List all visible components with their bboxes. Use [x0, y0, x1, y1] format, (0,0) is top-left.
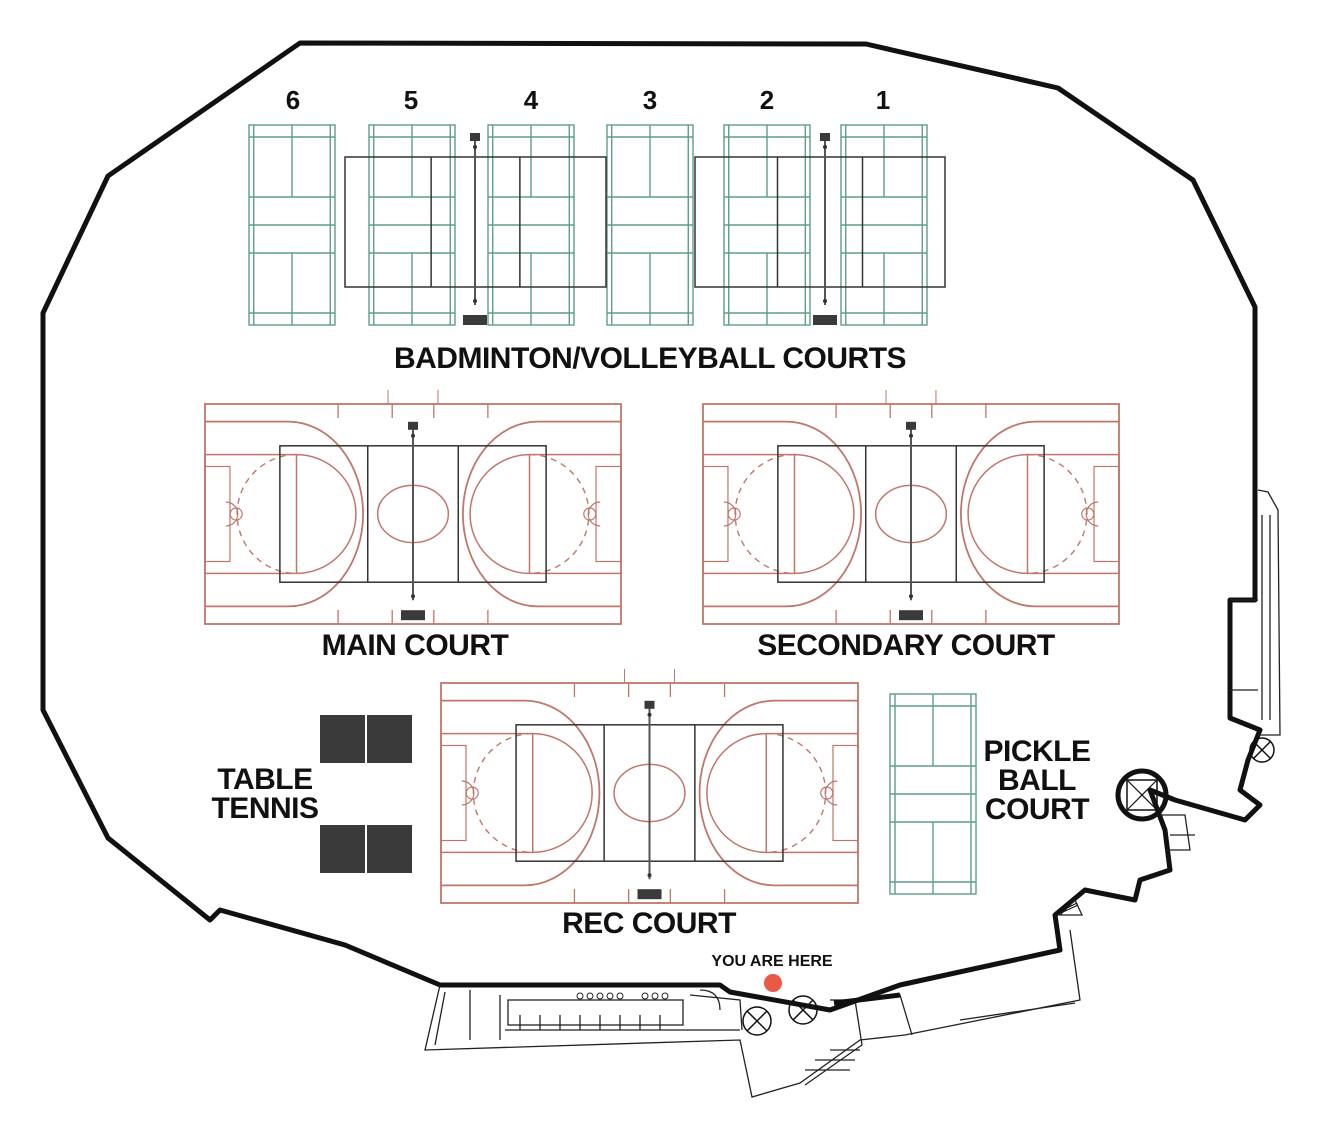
svg-text:TENNIS: TENNIS — [211, 792, 318, 825]
referee-stand — [408, 421, 418, 430]
pickle-ball-court — [889, 693, 977, 895]
court-number-label: 6 — [286, 85, 300, 115]
building-outline — [40, 40, 1263, 1013]
rec-court-title: REC COURT — [562, 907, 736, 940]
volleyball-court — [279, 421, 547, 621]
table-tennis-label: TABLE TENNIS — [211, 763, 319, 825]
volleyball-court — [777, 421, 1045, 621]
table-tennis-tables — [320, 710, 412, 878]
rec-court — [440, 669, 859, 904]
volleyball-court — [344, 133, 607, 325]
stairs-icon — [1058, 898, 1084, 916]
badminton-court — [840, 124, 928, 326]
sink-row — [576, 992, 669, 1000]
badminton-courts — [248, 124, 928, 326]
svg-text:COURT: COURT — [985, 793, 1089, 826]
scorer-table — [463, 315, 487, 325]
scorer-table — [813, 315, 837, 325]
referee-stand — [906, 421, 916, 430]
referee-stand — [470, 133, 480, 141]
main-court-title: MAIN COURT — [322, 629, 509, 662]
svg-text:PICKLE: PICKLE — [983, 735, 1090, 768]
volleyball-court — [694, 133, 946, 325]
court-number-label: 2 — [760, 85, 774, 115]
badminton-court — [723, 124, 811, 326]
main-court — [204, 390, 622, 625]
court-numbers: 6 5 4 3 2 1 — [286, 85, 890, 115]
badminton-courts-title: BADMINTON/VOLLEYBALL COURTS — [394, 342, 906, 375]
scorer-table — [899, 610, 923, 621]
you-are-here-marker: YOU ARE HERE — [711, 953, 833, 992]
svg-text:TABLE: TABLE — [217, 763, 312, 796]
court-number-label: 3 — [643, 85, 657, 115]
you-are-here-label: YOU ARE HERE — [711, 953, 833, 970]
badminton-court — [248, 124, 336, 326]
light-fixture-icon — [1249, 737, 1275, 763]
volleyball-court — [515, 700, 784, 900]
court-number-label: 4 — [524, 85, 539, 115]
badminton-court — [368, 124, 456, 326]
badminton-court — [606, 124, 694, 326]
referee-stand — [644, 700, 655, 709]
secondary-court-title: SECONDARY COURT — [757, 629, 1055, 662]
toilet-stalls — [519, 1015, 661, 1030]
badminton-court — [487, 124, 575, 326]
svg-text:BALL: BALL — [998, 764, 1076, 797]
scorer-table — [401, 610, 425, 621]
east-structures — [1058, 489, 1281, 916]
volleyball-courts — [344, 133, 946, 325]
referee-stand — [820, 133, 830, 141]
court-number-label: 5 — [404, 85, 418, 115]
secondary-court — [702, 390, 1120, 625]
elevator-icon — [1115, 768, 1169, 822]
scorer-table — [637, 889, 662, 900]
pickle-ball-label: PICKLE BALL COURT — [983, 735, 1091, 826]
court-number-label: 1 — [876, 85, 890, 115]
lobby-annex — [424, 929, 1081, 1098]
light-fixture-icon — [742, 995, 818, 1036]
you-are-here-dot-icon — [764, 974, 782, 992]
